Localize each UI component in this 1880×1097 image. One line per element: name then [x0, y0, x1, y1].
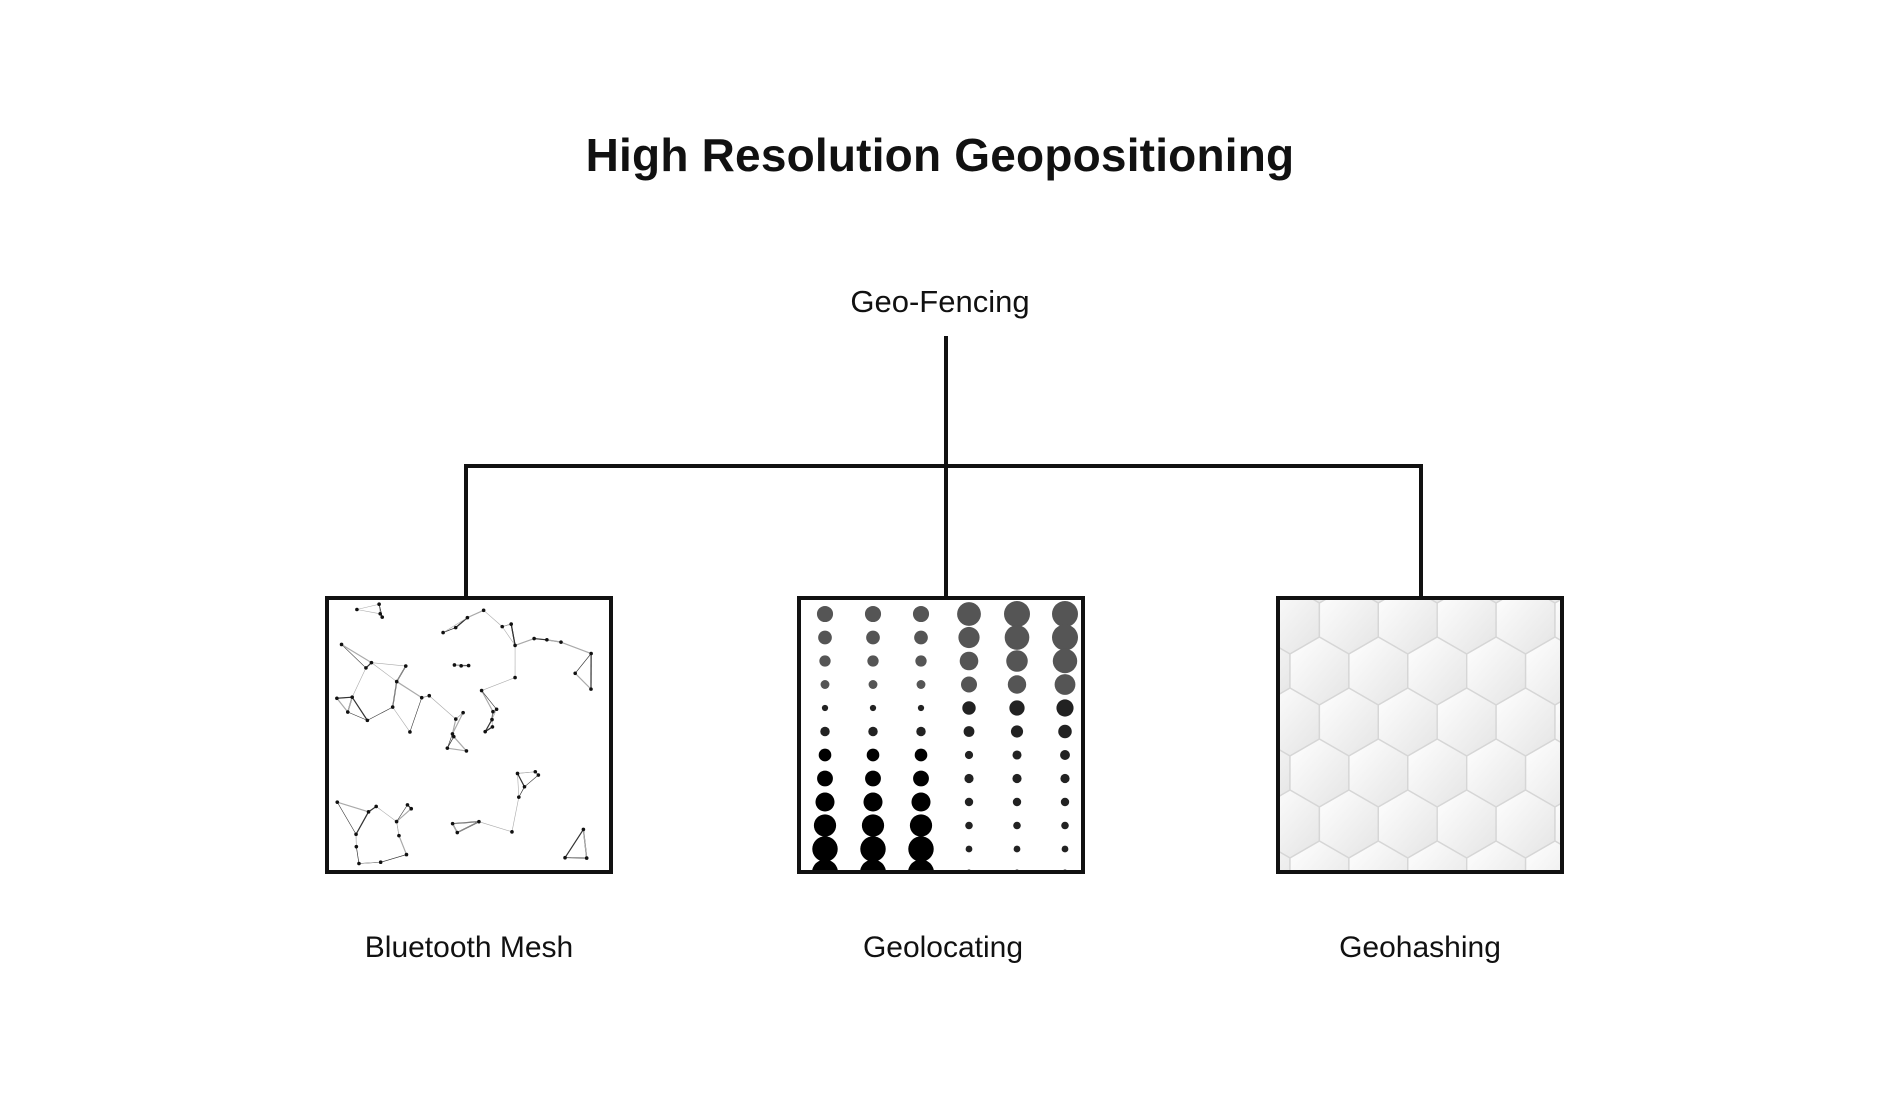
diagram-title: High Resolution Geopositioning: [585, 129, 1295, 181]
network-mesh-icon: [335, 602, 593, 866]
geolocating-panel: [797, 596, 1085, 874]
geohashing-panel: [1276, 596, 1564, 874]
child-connector-center: [944, 464, 948, 598]
geohashing-label: Geohashing: [1339, 931, 1501, 964]
child-connector-left: [464, 464, 468, 598]
root-connector: [944, 336, 948, 468]
geolocating-label: Geolocating: [862, 931, 1024, 964]
bluetooth-mesh-panel: [325, 596, 613, 874]
child-connector-right: [1419, 464, 1423, 598]
hexagon-grid-icon: [1280, 600, 1560, 870]
root-node-label: Geo-Fencing: [850, 284, 1030, 319]
bluetooth-mesh-label: Bluetooth Mesh: [364, 931, 574, 964]
branch-connector: [464, 464, 1423, 468]
halftone-dots-icon: [812, 601, 1078, 870]
